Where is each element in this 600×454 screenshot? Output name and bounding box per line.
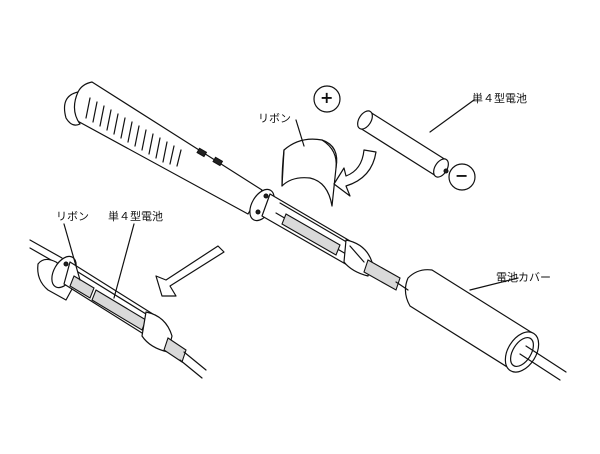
inset-ribbon	[69, 275, 95, 299]
mic-body	[63, 81, 275, 222]
label-battery-inset: 単４型電池	[108, 210, 163, 223]
switch-2	[212, 156, 224, 167]
aaa-battery	[357, 110, 449, 178]
insert-arrow	[333, 149, 377, 197]
battery-compartment	[261, 193, 401, 291]
leader-lines-main	[295, 99, 519, 291]
plus-sign: +	[320, 88, 334, 107]
minus-sign: −	[455, 166, 469, 185]
grille-slots	[85, 97, 182, 167]
ribbon	[281, 138, 338, 207]
inset-view	[29, 223, 207, 379]
inset-battery	[91, 289, 147, 331]
label-ribbon-inset: リボン	[56, 210, 89, 223]
label-battery-cover: 電池カバー	[496, 271, 551, 284]
plus-sign-circle	[313, 85, 341, 113]
switch-1	[196, 147, 208, 158]
label-battery-main: 単４型電池	[472, 92, 527, 105]
label-ribbon-main: リボン	[258, 112, 291, 125]
battery-cover	[395, 269, 567, 381]
direction-arrow	[155, 245, 225, 297]
minus-sign-circle	[448, 163, 476, 191]
